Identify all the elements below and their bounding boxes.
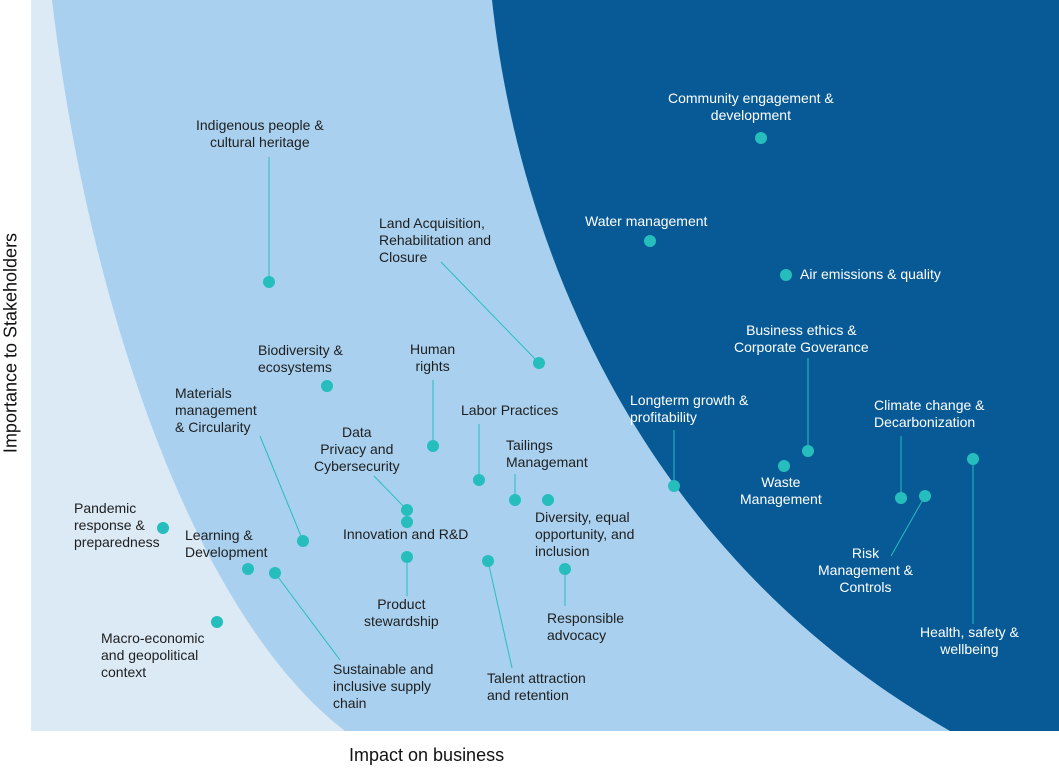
point-label: Air emissions & quality: [800, 266, 941, 282]
point-label: Learning & Development: [185, 527, 268, 560]
data-point: [211, 616, 223, 628]
point-label: Waste Management: [740, 474, 822, 507]
leader-line: [440, 261, 540, 364]
leader-line: [487, 560, 513, 669]
point-label: Biodiversity & ecosystems: [258, 342, 343, 375]
data-point: [755, 132, 767, 144]
data-point: [401, 504, 413, 516]
data-point: [559, 563, 571, 575]
point-label: Sustainable and inclusive supply chain: [333, 661, 434, 711]
zone-high: [492, 0, 1059, 731]
data-point: [427, 440, 439, 452]
point-label: Longterm growth & profitability: [630, 392, 749, 425]
point-label: Product stewardship: [364, 596, 439, 629]
point-label: Innovation and R&D: [343, 526, 469, 542]
point-label: Materials management & Circularity: [175, 385, 257, 435]
data-point: [644, 235, 656, 247]
data-point: [668, 480, 680, 492]
point-label: Water management: [585, 213, 708, 229]
data-point: [542, 494, 554, 506]
data-point: [269, 567, 281, 579]
point-label: Human rights: [410, 341, 456, 374]
data-point: [509, 494, 521, 506]
x-axis-title: Impact on business: [349, 745, 505, 765]
data-point: [242, 563, 254, 575]
leader-line: [890, 495, 926, 557]
data-point: [780, 269, 792, 281]
data-point: [263, 276, 275, 288]
data-point: [919, 490, 931, 502]
point-label: Climate change & Decarbonization: [874, 397, 985, 430]
data-point: [533, 357, 545, 369]
point-label: Land Acquisition, Rehabilitation and Clo…: [379, 215, 492, 265]
data-point: [473, 474, 485, 486]
data-point: [482, 555, 494, 567]
data-point: [297, 535, 309, 547]
data-point: [895, 492, 907, 504]
data-point: [778, 460, 790, 472]
point-label: Community engagement & development: [668, 90, 834, 123]
point-label: Tailings Managemant: [506, 437, 588, 470]
point-label: Labor Practices: [461, 402, 559, 418]
point-label: Diversity, equal opportunity, and inclus…: [535, 509, 635, 559]
leader-line: [373, 475, 408, 511]
data-point: [401, 551, 413, 563]
leader-line: [274, 572, 341, 661]
leader-line: [259, 435, 304, 542]
point-label: Data Privacy and Cybersecurity: [314, 424, 400, 474]
point-label: Business ethics & Corporate Goverance: [734, 322, 869, 355]
data-point: [157, 522, 169, 534]
point-label: Responsible advocacy: [547, 610, 625, 643]
point-label: Indigenous people & cultural heritage: [196, 117, 324, 150]
point-label: Talent attraction and retention: [487, 670, 586, 703]
data-point: [967, 453, 979, 465]
data-point: [802, 445, 814, 457]
point-label: Macro-economic and geopolitical context: [101, 630, 205, 680]
point-label: Pandemic response & preparedness: [74, 500, 160, 550]
data-point: [401, 516, 413, 528]
data-point: [321, 380, 333, 392]
y-axis-title: Importance to Stakeholders: [0, 232, 21, 454]
point-label: Health, safety & wellbeing: [920, 624, 1019, 657]
point-label: Risk Management & Controls: [818, 545, 913, 595]
